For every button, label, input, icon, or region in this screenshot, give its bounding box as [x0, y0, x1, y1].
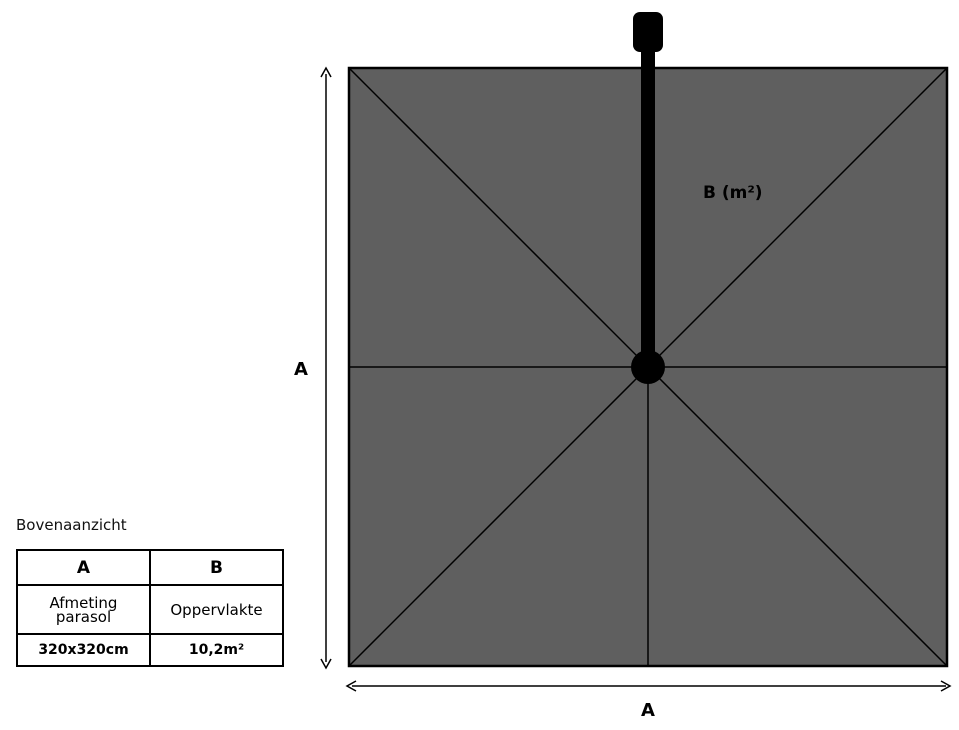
table-desc-a-line-2: parasol: [55, 607, 112, 626]
arrowhead-right: [940, 680, 952, 692]
area-label: B (m²): [703, 183, 763, 203]
table-value-row: 320x320cm 10,2m²: [16, 633, 284, 667]
table-header-row: A B: [16, 549, 284, 586]
table-description-row: Afmeting parasol Oppervlakte: [16, 584, 284, 635]
table-header-b: B: [149, 549, 284, 586]
table-header-a: A: [16, 549, 151, 586]
table-desc-a: Afmeting parasol: [16, 584, 151, 635]
table-value-a: 320x320cm: [16, 633, 151, 667]
parasol-hub: [631, 350, 665, 384]
table-value-b: 10,2m²: [149, 633, 284, 667]
arrowhead-left: [345, 680, 357, 692]
dimensions-table: A B Afmeting parasol Oppervlakte 320x320…: [16, 549, 284, 667]
parasol-arm: [641, 45, 655, 367]
arrowhead-up: [320, 66, 332, 78]
view-caption: Bovenaanzicht: [16, 516, 127, 534]
table-desc-a-line-1: Afmeting: [49, 593, 118, 612]
arrowhead-down: [320, 658, 332, 670]
table-desc-b: Oppervlakte: [149, 584, 284, 635]
dimension-label-vertical: A: [294, 359, 308, 380]
dimension-label-horizontal: A: [641, 700, 655, 721]
parasol-pole-cap: [633, 12, 663, 52]
